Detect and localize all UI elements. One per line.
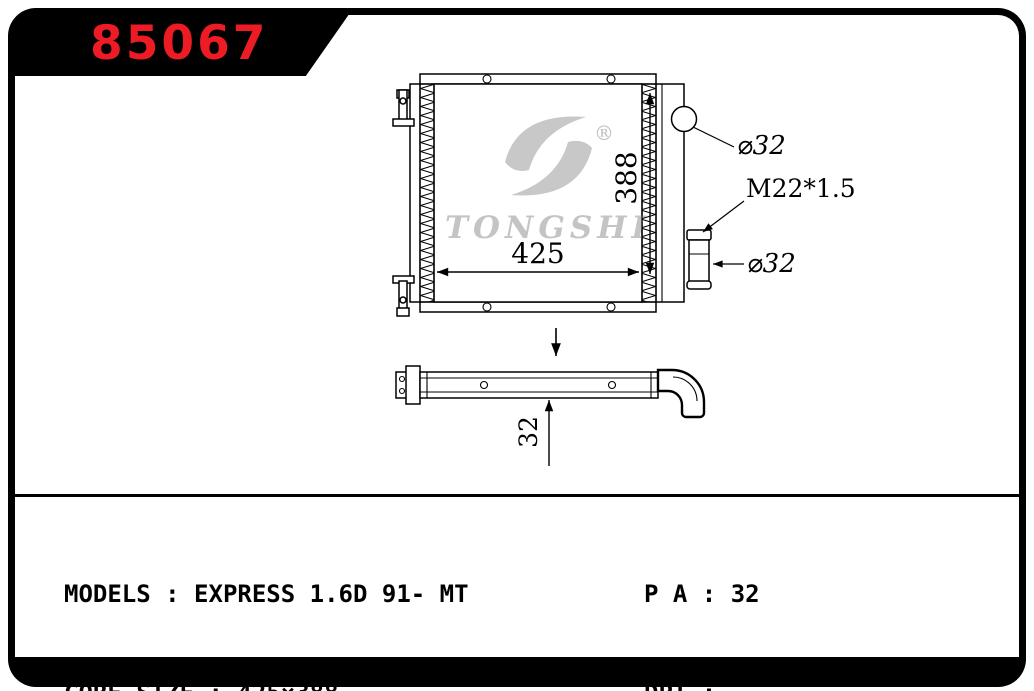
side-end-bracket <box>405 365 421 405</box>
tongshi-logo-icon <box>511 140 592 196</box>
dimension-thickness: 32 <box>514 400 554 466</box>
bolt-hole <box>482 74 492 84</box>
dimension-width: 425 <box>437 237 640 277</box>
pin-hole <box>398 387 406 395</box>
bolt-hole <box>606 74 616 84</box>
spec-divider <box>15 494 1019 497</box>
spec-row-models: MODELS : EXPRESS 1.6D 91- MT <box>64 580 469 608</box>
tongshi-logo-icon <box>505 116 586 171</box>
elbow-fitting <box>656 368 706 419</box>
pin-hole <box>398 375 406 383</box>
left-fin-strip <box>419 83 435 303</box>
bolt-hole <box>606 302 616 312</box>
top-port-callout: ⌀32 <box>692 126 786 161</box>
registered-trademark-symbol: ® <box>594 121 614 145</box>
radiator-side-view <box>395 365 706 419</box>
thread-spec-label: M22*1.5 <box>746 174 856 203</box>
spec-column-right: P A : 32 DPI : OEM : NISSENS: <box>644 512 760 691</box>
side-bar <box>419 371 659 399</box>
top-plate <box>419 73 657 85</box>
thread-callout: M22*1.5 <box>702 174 856 233</box>
side-port-diameter-label: ⌀32 <box>747 249 796 279</box>
spec-row-pa: P A : 32 <box>644 580 760 608</box>
spec-column-left: MODELS : EXPRESS 1.6D 91- MT CORE SIZE :… <box>64 512 469 691</box>
brand-watermark-text: TONGSHI <box>445 210 651 246</box>
outlet-pipe <box>686 229 712 290</box>
thickness-dimension-label: 32 <box>514 416 543 448</box>
filler-port-circle <box>670 105 698 133</box>
bottom-plate <box>419 301 657 313</box>
mounting-bracket-bottom <box>392 275 415 317</box>
side-port-callout: ⌀32 <box>713 249 796 279</box>
width-dimension-label: 425 <box>511 237 564 270</box>
bolt-hole <box>607 380 617 390</box>
part-number: 85067 <box>90 15 269 71</box>
right-fin-strip <box>641 83 657 303</box>
height-dimension-label: 388 <box>610 151 643 204</box>
dimension-height: 388 <box>610 93 655 274</box>
bolt-hole <box>479 380 489 390</box>
top-port-diameter-label: ⌀32 <box>737 131 786 161</box>
tongshi-watermark: ® TONGSHI <box>445 116 651 246</box>
left-side-plate <box>409 83 421 303</box>
spec-row-core-size: CORE SIZE : 425×388 <box>64 677 469 691</box>
bolt-hole <box>482 302 492 312</box>
mounting-bracket-top <box>392 89 415 127</box>
page-border <box>8 8 1026 687</box>
spec-row-dpi: DPI : <box>644 677 760 691</box>
part-number-banner: 85067 <box>10 10 352 76</box>
